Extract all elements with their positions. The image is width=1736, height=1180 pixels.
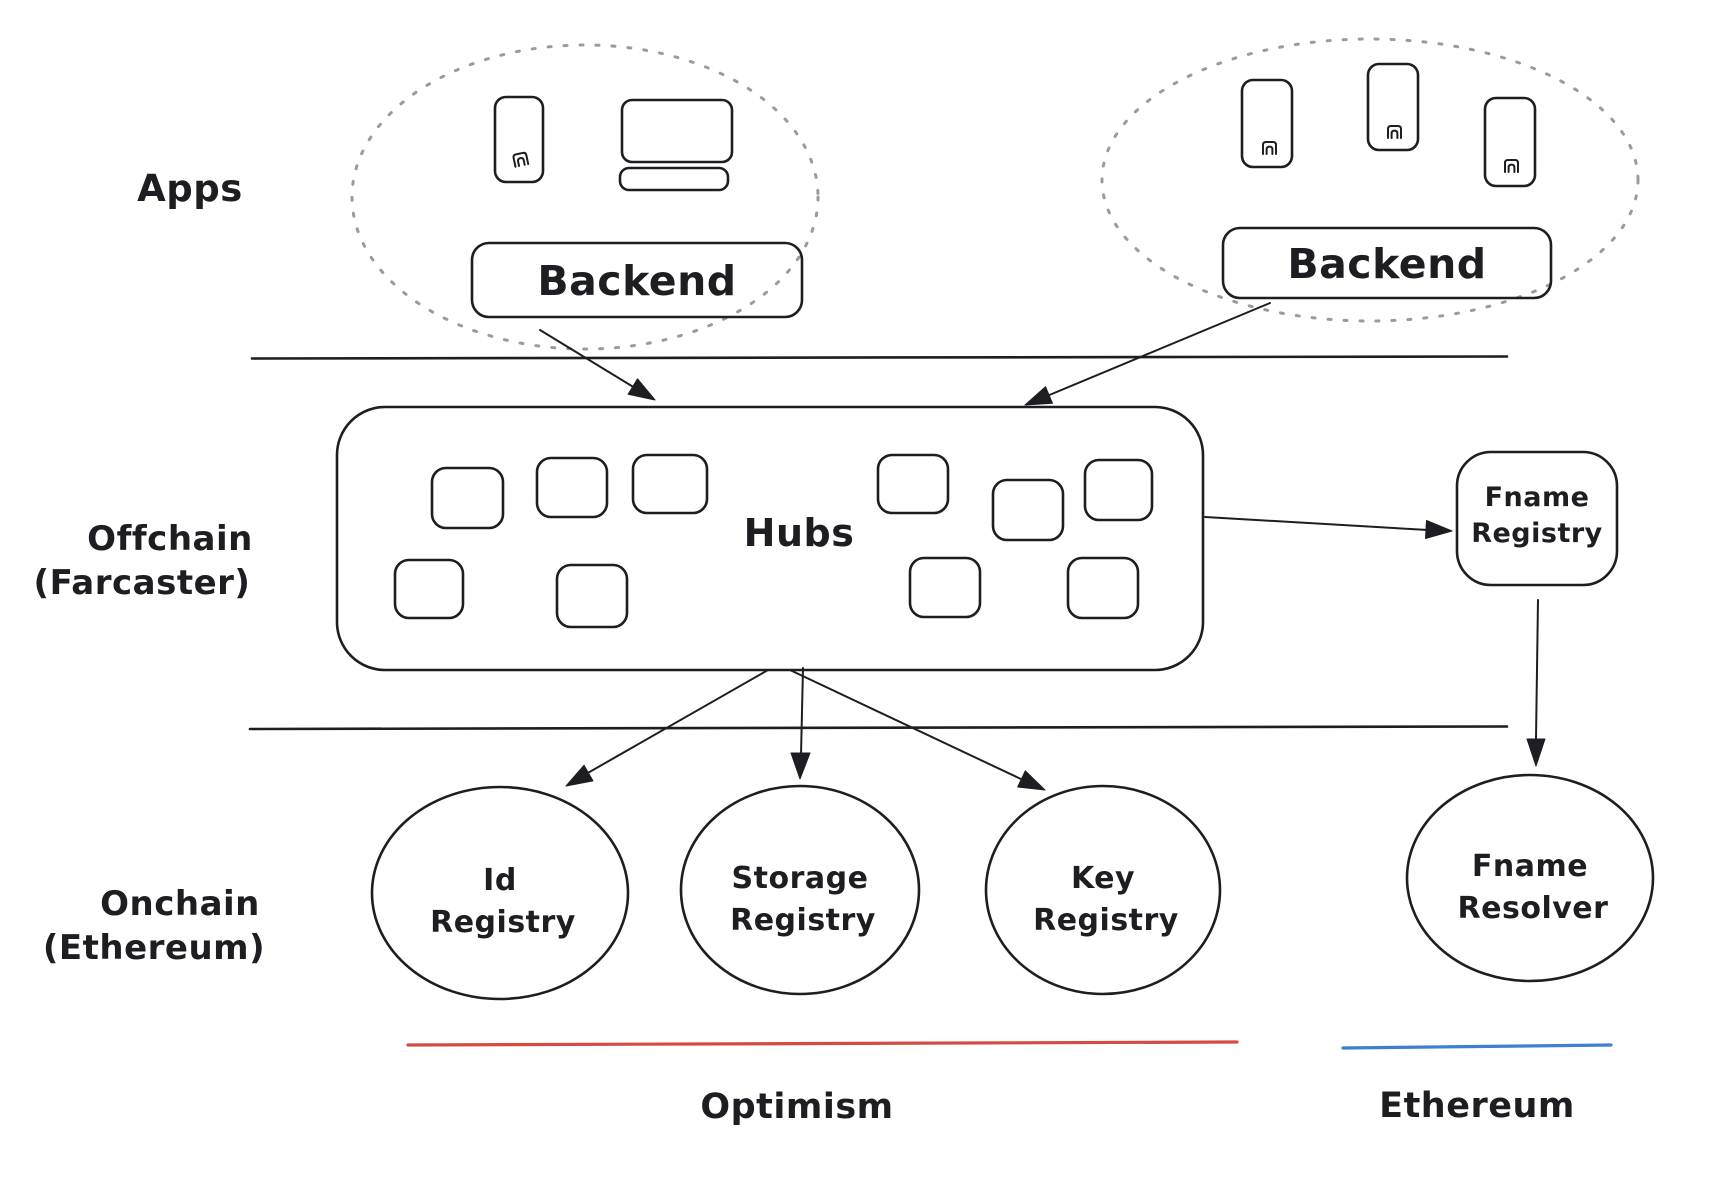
divider-offchain-onchain (248, 725, 1509, 731)
backend-box-left (470, 241, 804, 319)
arrow-left-backend-to-hubs (539, 329, 656, 401)
fname-registry-box: Fname Registry (1455, 450, 1619, 587)
arrow-hubs-to-key-registry (789, 669, 1046, 791)
cluster-dotted-ellipse (350, 43, 820, 351)
hub-node (535, 456, 609, 519)
hub-node (991, 478, 1065, 542)
optimism-underline (406, 1040, 1239, 1047)
storage-registry-label-line2: Registry (730, 903, 876, 938)
ethereum-label: Ethereum (1379, 1086, 1575, 1126)
arrow-hubs-to-id-registry (565, 669, 769, 787)
cluster-dotted-ellipse (1100, 37, 1640, 323)
hub-node (876, 453, 950, 515)
hub-node (393, 558, 465, 620)
farcaster-logo-icon (512, 151, 530, 168)
fname-resolver-circle: Fname Resolver (1405, 773, 1655, 983)
hub-node (1083, 458, 1154, 522)
key-registry-label-line1: Key (1071, 861, 1135, 896)
fname-resolver-label-line2: Resolver (1458, 891, 1609, 926)
hub-node (555, 563, 629, 629)
phone-icon (1483, 96, 1537, 188)
divider-apps-offchain (250, 355, 1509, 360)
arrow-hubs-to-fname-registry (1204, 516, 1453, 539)
layer-label-offchain-line2: (Farcaster) (34, 563, 251, 603)
backend-box-right (1221, 226, 1553, 300)
layer-label-onchain-line2: (Ethereum) (43, 928, 265, 968)
ethereum-underline (1341, 1043, 1613, 1050)
phone-icon (1240, 78, 1294, 169)
desktop-icon (618, 98, 734, 192)
backend-label-left: Backend (537, 257, 736, 305)
fname-resolver-label-line1: Fname (1472, 849, 1588, 884)
layer-label-apps: Apps (137, 167, 243, 210)
id-registry-label-line2: Registry (430, 905, 576, 940)
hub-node (1066, 556, 1140, 620)
arrow-hubs-to-storage-registry (790, 667, 811, 780)
hub-node (908, 556, 982, 619)
app-cluster-right: Backend (1100, 37, 1640, 323)
layer-label-offchain-line1: Offchain (87, 519, 253, 559)
arrow-right-backend-to-hubs (1024, 302, 1271, 406)
hubs-label: Hubs (744, 511, 855, 555)
key-registry-label-line2: Registry (1033, 903, 1179, 938)
phone-icon (493, 95, 545, 184)
backend-label-right: Backend (1287, 240, 1486, 288)
hub-node (430, 466, 505, 530)
fname-registry-label-line1: Fname (1485, 482, 1590, 513)
storage-registry-circle: Storage Registry (679, 784, 921, 996)
layer-label-onchain-line1: Onchain (100, 884, 260, 924)
app-cluster-left: Backend (350, 43, 820, 351)
hub-node (631, 453, 709, 515)
phone-icon (1366, 62, 1420, 152)
arrow-fname-registry-to-resolver (1526, 599, 1546, 767)
optimism-label: Optimism (700, 1087, 893, 1127)
id-registry-circle: Id Registry (370, 785, 630, 1001)
id-registry-label-line1: Id (483, 863, 517, 898)
hubs-box: Hubs (335, 405, 1205, 672)
storage-registry-label-line1: Storage (732, 861, 869, 896)
fname-registry-label-line2: Registry (1471, 518, 1603, 549)
key-registry-circle: Key Registry (984, 784, 1222, 996)
